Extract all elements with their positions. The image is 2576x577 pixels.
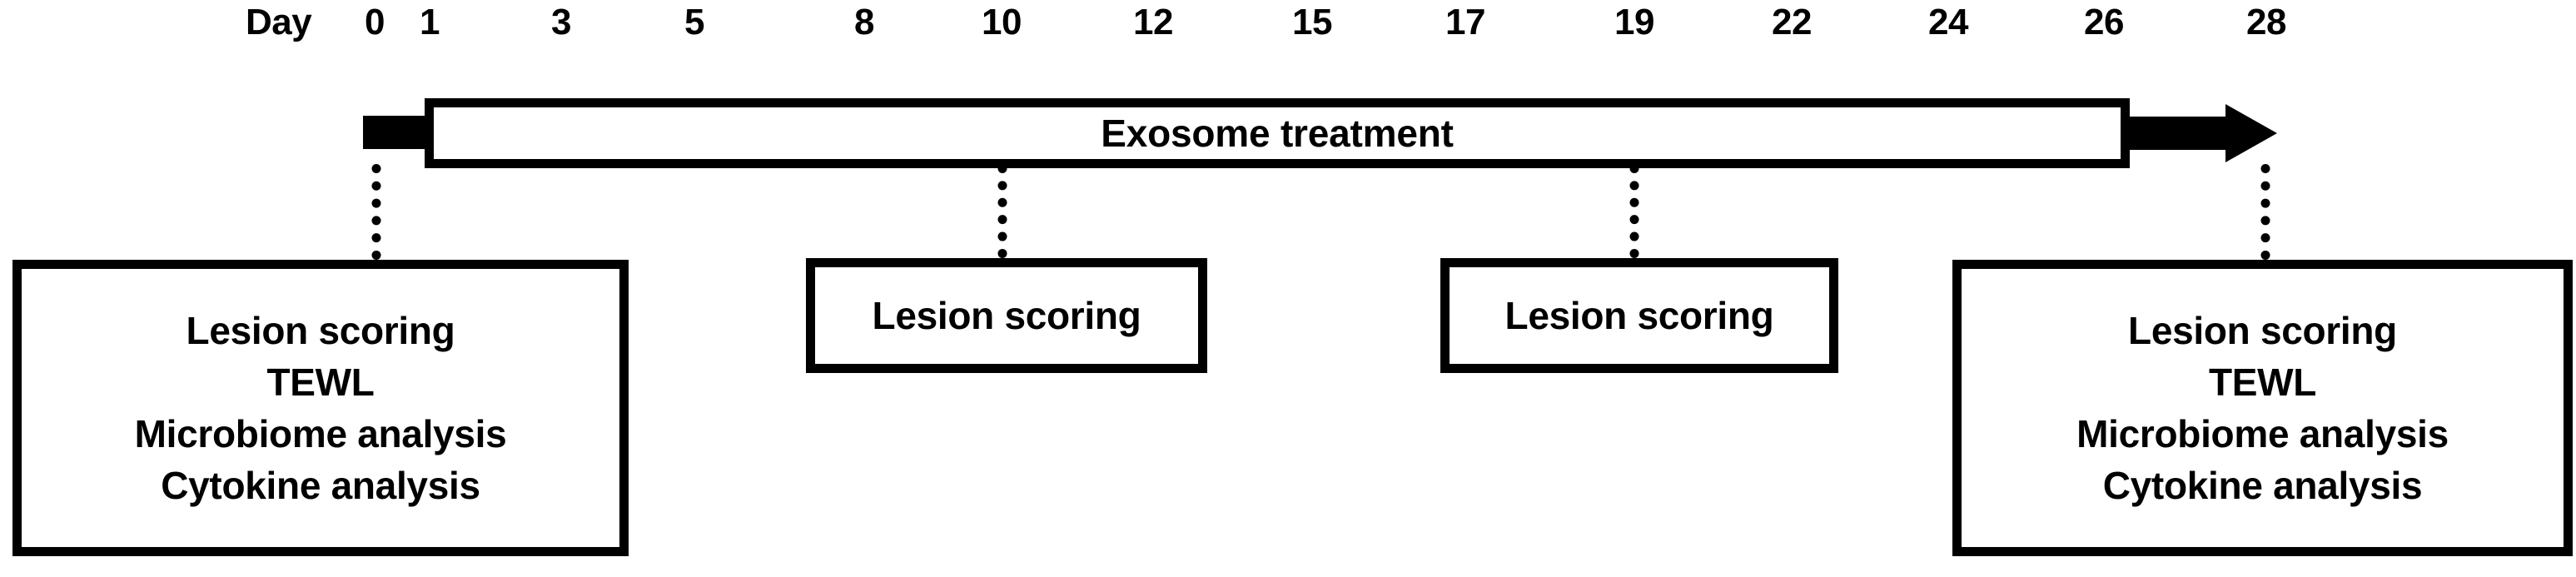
day-tick-22: 22 bbox=[1772, 2, 1812, 42]
timepoint-day19[interactable]: Lesion scoring bbox=[1440, 258, 1838, 373]
timepoint-line: Microbiome analysis bbox=[134, 412, 507, 455]
exosome-treatment-bar: Exosome treatment bbox=[425, 98, 2130, 168]
timepoint-line: TEWL bbox=[2208, 361, 2317, 404]
day-tick-19: 19 bbox=[1614, 2, 1654, 42]
arrow-head-icon bbox=[2225, 104, 2277, 162]
arrow-shaft bbox=[2123, 117, 2231, 150]
day-tick-12: 12 bbox=[1133, 2, 1173, 42]
exosome-treatment-label: Exosome treatment bbox=[1101, 112, 1454, 155]
connector-day10 bbox=[997, 164, 1007, 258]
day-tick-10: 10 bbox=[982, 2, 1022, 42]
connector-day19 bbox=[1629, 164, 1639, 258]
timepoint-line: Lesion scoring bbox=[186, 309, 455, 352]
day-tick-0: 0 bbox=[365, 2, 385, 42]
timepoint-line: Lesion scoring bbox=[2128, 309, 2397, 352]
day-tick-1: 1 bbox=[420, 2, 440, 42]
timepoint-line: Cytokine analysis bbox=[161, 464, 480, 507]
timepoint-line: Lesion scoring bbox=[1504, 294, 1774, 337]
day-axis-prefix-label: Day bbox=[246, 2, 312, 42]
day-tick-24: 24 bbox=[1928, 2, 1968, 42]
connector-day28 bbox=[2260, 164, 2270, 260]
day-tick-5: 5 bbox=[684, 2, 704, 42]
day-tick-17: 17 bbox=[1445, 2, 1485, 42]
timepoint-day10[interactable]: Lesion scoring bbox=[806, 258, 1207, 373]
timepoint-line: TEWL bbox=[266, 361, 375, 404]
day-tick-28: 28 bbox=[2246, 2, 2286, 42]
connector-day0 bbox=[371, 164, 381, 260]
timepoint-line: Microbiome analysis bbox=[2076, 412, 2449, 455]
day-tick-8: 8 bbox=[854, 2, 874, 42]
timepoint-line: Lesion scoring bbox=[872, 294, 1141, 337]
timepoint-line: Cytokine analysis bbox=[2102, 464, 2423, 507]
day-tick-3: 3 bbox=[551, 2, 571, 42]
day-tick-26: 26 bbox=[2084, 2, 2124, 42]
day-tick-15: 15 bbox=[1292, 2, 1332, 42]
